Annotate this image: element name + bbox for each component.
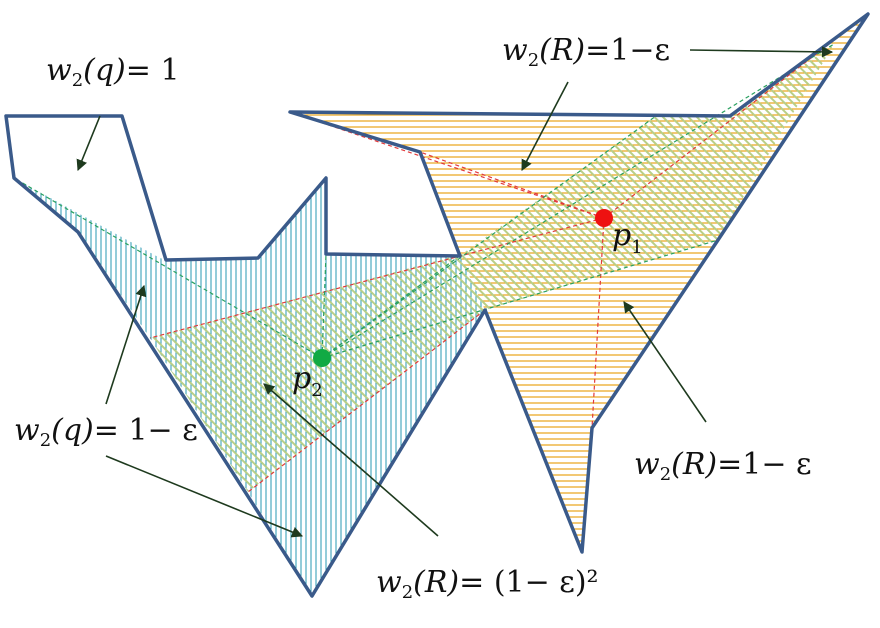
label-wr-right: w2(R)=1− ε	[634, 447, 812, 485]
point-p1	[595, 209, 613, 227]
arrow-wr-top-pointer	[689, 46, 834, 58]
label-wq-one: w2(q)= 1	[46, 53, 180, 91]
label-wr-bottom: w2(R)= (1− ε)²	[376, 565, 599, 603]
point-p2	[313, 349, 331, 367]
label-p1: p1	[612, 218, 643, 258]
label-wq-eps: w2(q)= 1− ε	[14, 413, 198, 451]
label-p2: p2	[292, 361, 323, 401]
rays-p2	[13, 43, 835, 359]
arrow-wr-bottom	[263, 383, 439, 537]
arrow-wr-top-inner	[521, 81, 569, 171]
region-overlap	[150, 44, 834, 492]
arrow-wq-one	[76, 115, 101, 172]
arrow-wq-eps-down	[105, 455, 304, 538]
label-wr-top: w2(R)=1−ε	[502, 33, 670, 71]
arrow-wr-right	[623, 301, 707, 423]
annotation-arrows	[76, 46, 834, 538]
polygon-outline	[4, 12, 870, 598]
arrow-wq-eps-up	[105, 284, 147, 405]
